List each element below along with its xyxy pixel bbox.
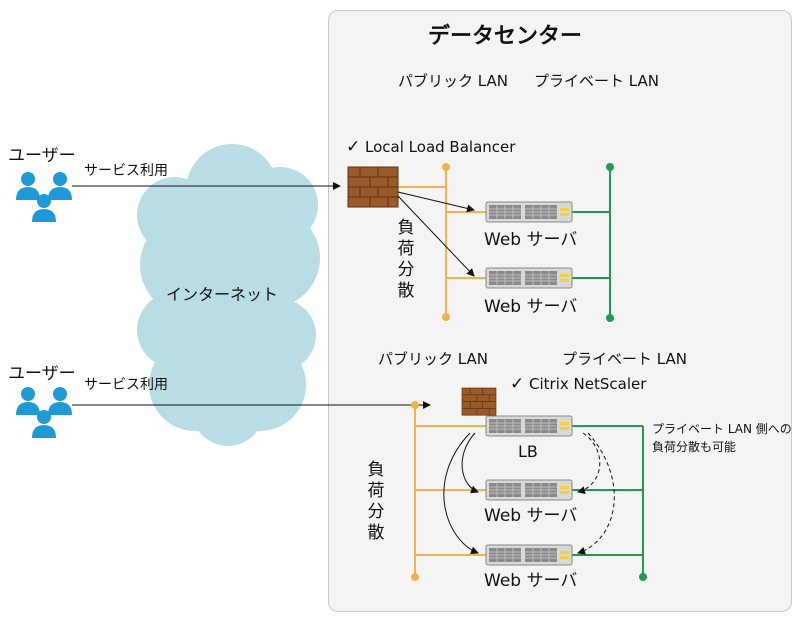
- distribution-arrow: [397, 191, 475, 213]
- web-server-icon: [485, 544, 573, 566]
- lb-label: LB: [518, 442, 538, 461]
- private-lan-line: [572, 163, 614, 322]
- load-distribution-label: 負荷分散: [367, 460, 385, 543]
- distribution-arrow: [397, 195, 475, 277]
- internet-cloud: [137, 144, 320, 446]
- user-group-icon: [16, 387, 72, 438]
- netscaler-label: ✓ Citrix NetScaler: [510, 374, 647, 394]
- distribution-arrow: [461, 432, 479, 494]
- load-distribution-label: 負荷分散: [397, 218, 415, 301]
- private-lan-note: プライベート LAN 側への負荷分散も可能: [652, 422, 792, 454]
- private-lan-line: [572, 425, 647, 581]
- check-icon: ✓: [346, 137, 361, 157]
- distribution-arrow: [443, 432, 479, 555]
- public-lan-line: [411, 401, 486, 581]
- lb-appliance-icon: [485, 415, 573, 437]
- user-label: ユーザー: [8, 364, 76, 384]
- check-icon: ✓: [510, 374, 525, 394]
- private-distribution-arrow: [577, 432, 601, 495]
- private-lan-label: プライベート LAN: [562, 350, 687, 368]
- firewall-icon: [461, 387, 497, 416]
- public-lan-label: パブリック LAN: [378, 350, 488, 368]
- user-label: ユーザー: [8, 146, 76, 166]
- web-server-icon: [485, 479, 573, 501]
- web-server-icon: [485, 267, 573, 289]
- web-server-label: Web サーバ: [484, 571, 578, 591]
- private-distribution-arrow: [577, 432, 615, 555]
- local-load-balancer-label: ✓ Local Load Balancer: [346, 137, 516, 157]
- web-server-label: Web サーバ: [484, 506, 578, 526]
- private-lan-label: プライベート LAN: [534, 72, 659, 90]
- user-group-icon: [16, 172, 72, 222]
- public-lan-line: [398, 163, 486, 321]
- data-center-box: [328, 10, 792, 612]
- firewall-icon: [347, 166, 399, 208]
- web-server-label: Web サーバ: [484, 297, 578, 317]
- web-server-icon: [485, 201, 573, 223]
- service-label: サービス利用: [84, 163, 168, 179]
- data-center-title: データセンター: [428, 24, 583, 49]
- internet-label: インターネット: [166, 285, 279, 304]
- web-server-label: Web サーバ: [484, 230, 578, 250]
- public-lan-label: パブリック LAN: [398, 72, 508, 90]
- service-label: サービス利用: [84, 377, 168, 393]
